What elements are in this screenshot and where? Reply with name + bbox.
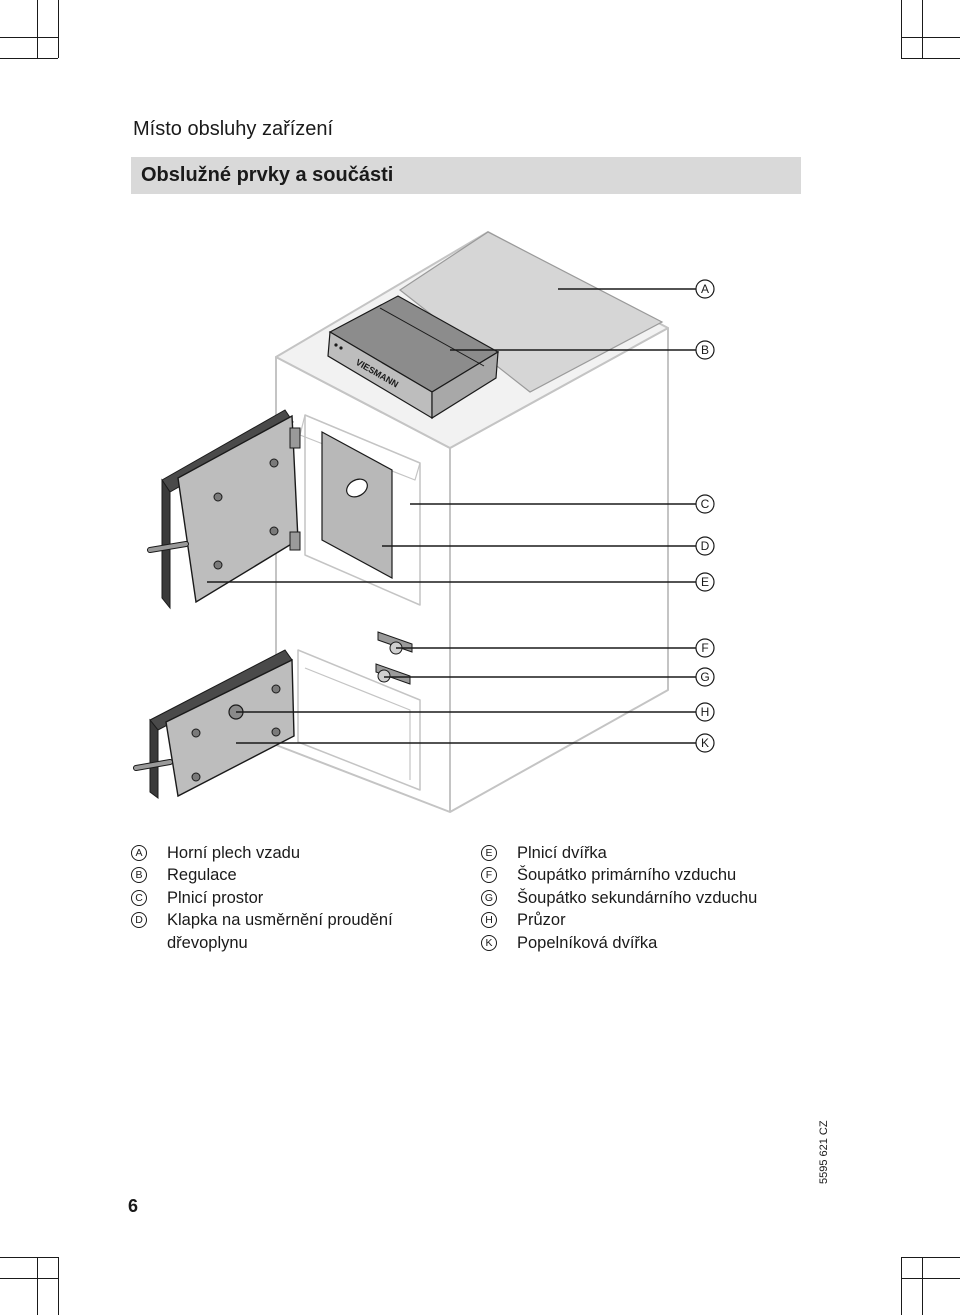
legend-item: B Regulace <box>131 864 393 886</box>
legend-letter: A <box>131 845 147 861</box>
page-number: 6 <box>128 1196 139 1216</box>
crop-mark <box>901 0 902 58</box>
legend-letter: B <box>131 867 147 884</box>
document-code: 5595 621 CZ <box>818 1120 830 1184</box>
gas-flow-flap <box>321 430 393 580</box>
ash-door <box>133 649 295 799</box>
legend-item: C Plnicí prostor <box>131 887 393 909</box>
legend-letter: C <box>131 889 147 906</box>
crop-mark <box>37 0 38 58</box>
crop-mark <box>0 1278 58 1279</box>
legend-left: A Horní plech vzadu B Regulace C Plnicí … <box>131 842 393 954</box>
crop-mark <box>922 0 923 58</box>
page-heading: Obslužné prvky a součásti <box>141 164 394 186</box>
callout-k: K <box>701 736 709 750</box>
legend-item: K Popelníková dvířka <box>481 932 757 954</box>
legend-text: Průzor <box>517 911 566 930</box>
air-sliders <box>375 631 413 685</box>
legend-letter: H <box>481 912 497 929</box>
callout-c: C <box>701 497 710 511</box>
callout-b: B <box>701 343 709 357</box>
legend-text: Popelníková dvířka <box>517 933 658 952</box>
legend-item: G Šoupátko sekundárního vzduchu <box>481 887 757 909</box>
legend-letter: G <box>481 889 497 906</box>
callout-g: G <box>700 670 709 684</box>
heading-bar: Obslužné prvky a součásti <box>131 157 801 194</box>
legend-letter: F <box>481 867 497 884</box>
legend-text: Regulace <box>167 866 237 885</box>
crop-mark <box>901 1278 960 1279</box>
section-title: Místo obsluhy zařízení <box>133 118 334 140</box>
crop-mark <box>58 1257 59 1315</box>
legend-right: E Plnicí dvířka F Šoupátko primárního vz… <box>481 842 757 954</box>
ash-chamber-opening <box>297 649 421 791</box>
crop-mark <box>901 58 960 59</box>
legend-text: Šoupátko primárního vzduchu <box>517 866 737 885</box>
legend-item: E Plnicí dvířka <box>481 842 757 864</box>
callout-d: D <box>701 539 710 553</box>
crop-mark <box>901 37 960 38</box>
crop-mark <box>37 1257 38 1315</box>
crop-mark <box>0 37 58 38</box>
legend-item: A Horní plech vzadu <box>131 842 393 864</box>
filling-door <box>147 409 301 610</box>
callout-h: H <box>701 705 710 719</box>
legend-text: Plnicí prostor <box>167 888 264 907</box>
legend-text: Šoupátko sekundárního vzduchu <box>517 888 758 907</box>
crop-mark <box>901 1257 902 1315</box>
legend-letter: E <box>481 845 497 861</box>
crop-mark <box>922 1257 923 1315</box>
control-unit: VIESMANN <box>327 295 500 420</box>
crop-mark <box>58 0 59 58</box>
callout-e: E <box>701 575 709 589</box>
callout-a: A <box>701 282 709 296</box>
crop-mark <box>0 58 58 59</box>
legend-item: H Průzor <box>481 909 757 931</box>
legend-text: Plnicí dvířka <box>517 844 607 862</box>
legend-letter: K <box>481 934 497 951</box>
legend-item: F Šoupátko primárního vzduchu <box>481 864 757 886</box>
boiler-illustration: VIESMANN <box>133 231 715 813</box>
legend-letter: D <box>131 912 147 929</box>
legend-text: Klapka na usměrnění proudění dřevoplynu <box>167 911 393 952</box>
legend-text: Horní plech vzadu <box>167 844 300 862</box>
crop-mark <box>0 1257 58 1258</box>
callout-f: F <box>701 641 708 655</box>
legend-item: D Klapka na usměrnění proudění dřevoplyn… <box>131 909 393 954</box>
crop-mark <box>901 1257 960 1258</box>
